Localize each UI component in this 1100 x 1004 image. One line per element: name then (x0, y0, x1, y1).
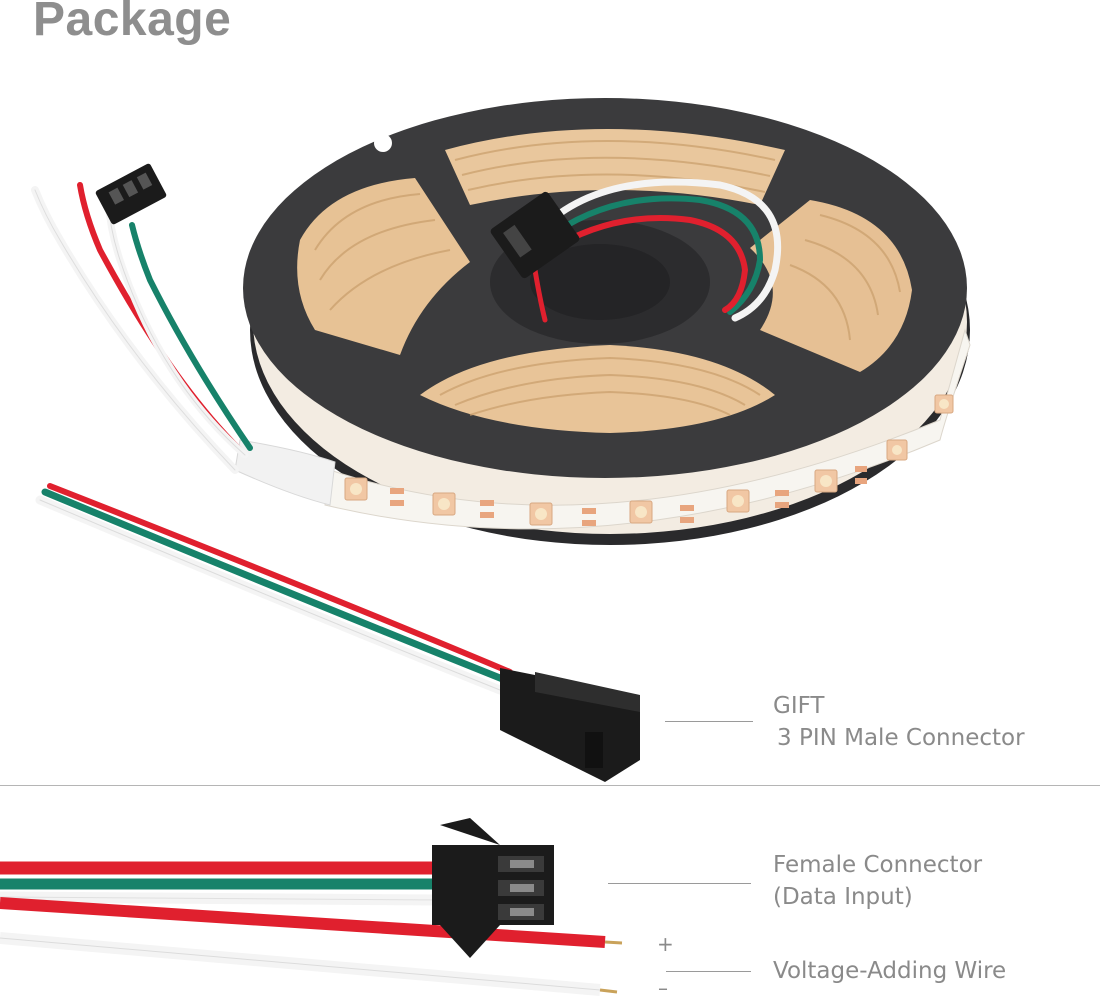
female-leader-line (608, 883, 751, 884)
female-connector (432, 818, 554, 958)
minus-sign: – (658, 976, 668, 1000)
female-label-line1: Female Connector (773, 852, 983, 878)
voltage-wire-label: Voltage-Adding Wire (773, 958, 1007, 984)
female-connector-label: Female Connector (Data Input) (773, 849, 982, 913)
strip-lead-wires (31, 182, 253, 474)
female-connector-cable (0, 861, 441, 906)
voltage-wires (0, 897, 623, 996)
gift-label-line1: GIFT (773, 693, 825, 719)
plus-sign: + (657, 932, 674, 956)
gift-label: GIFT 3 PIN Male Connector (773, 690, 1025, 754)
voltage-leader-line (666, 971, 751, 972)
led-strip-front (234, 328, 971, 530)
page-title: Package (33, 0, 232, 46)
gift-leader-line (665, 721, 753, 722)
hub-connector (490, 191, 580, 279)
gift-cable (35, 483, 513, 695)
female-label-line2: (Data Input) (773, 884, 913, 910)
gift-label-line2: 3 PIN Male Connector (777, 725, 1025, 751)
section-divider (0, 785, 1100, 786)
hub-wires (532, 178, 782, 323)
strip-end-connector (95, 163, 167, 225)
gift-male-connector (500, 668, 640, 782)
